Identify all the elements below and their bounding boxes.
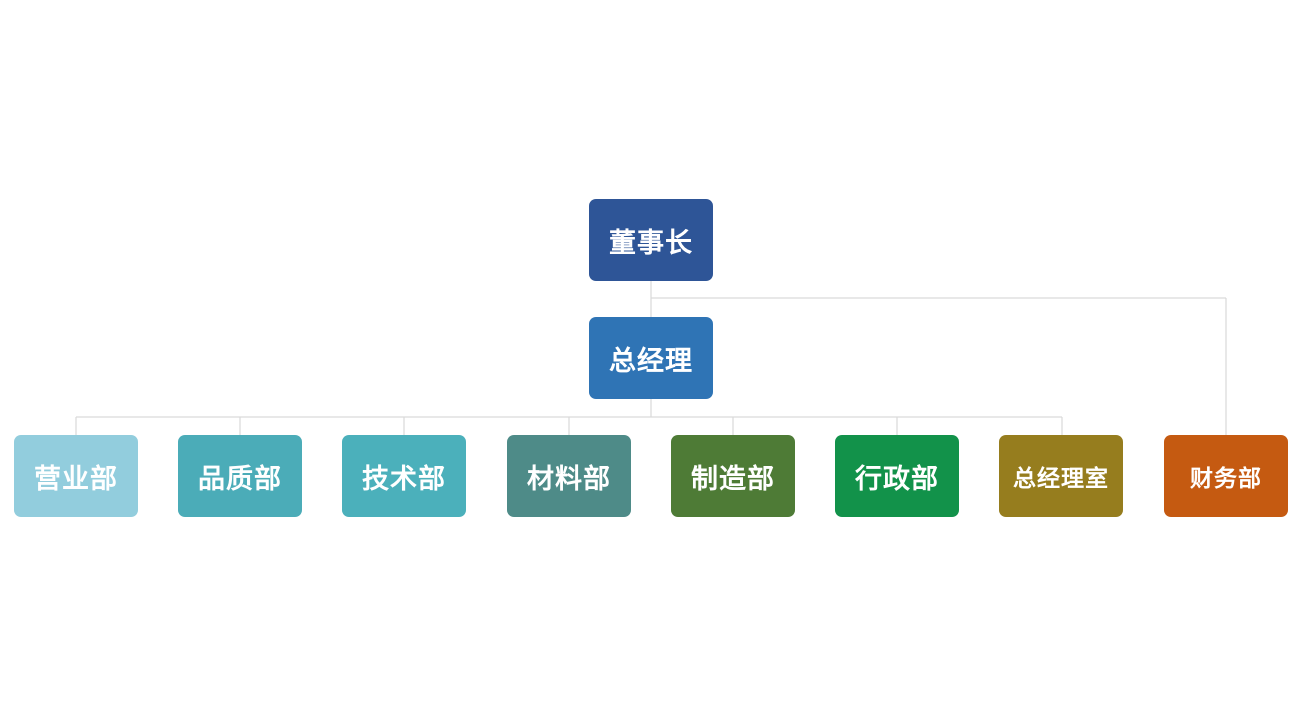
department-box-administration: 行政部: [835, 435, 959, 517]
department-box-manufacturing: 制造部: [671, 435, 795, 517]
chairman-box: 董事长: [589, 199, 713, 281]
general-manager-box: 总经理: [589, 317, 713, 399]
department-label: 制造部: [691, 463, 775, 495]
department-label: 营业部: [34, 463, 118, 495]
department-label: 材料部: [527, 463, 611, 495]
chairman-label: 董事长: [609, 227, 693, 259]
department-box-gm-office: 总经理室: [999, 435, 1123, 517]
department-label: 品质部: [198, 463, 282, 495]
department-label: 技术部: [362, 463, 446, 495]
department-box-sales: 营业部: [14, 435, 138, 517]
department-box-quality: 品质部: [178, 435, 302, 517]
general-manager-label: 总经理: [609, 345, 693, 377]
department-box-materials: 材料部: [507, 435, 631, 517]
department-label: 财务部: [1190, 465, 1262, 492]
department-label: 行政部: [855, 463, 939, 495]
department-box-technology: 技术部: [342, 435, 466, 517]
department-box-finance: 财务部: [1164, 435, 1288, 517]
department-label: 总经理室: [1013, 465, 1109, 492]
